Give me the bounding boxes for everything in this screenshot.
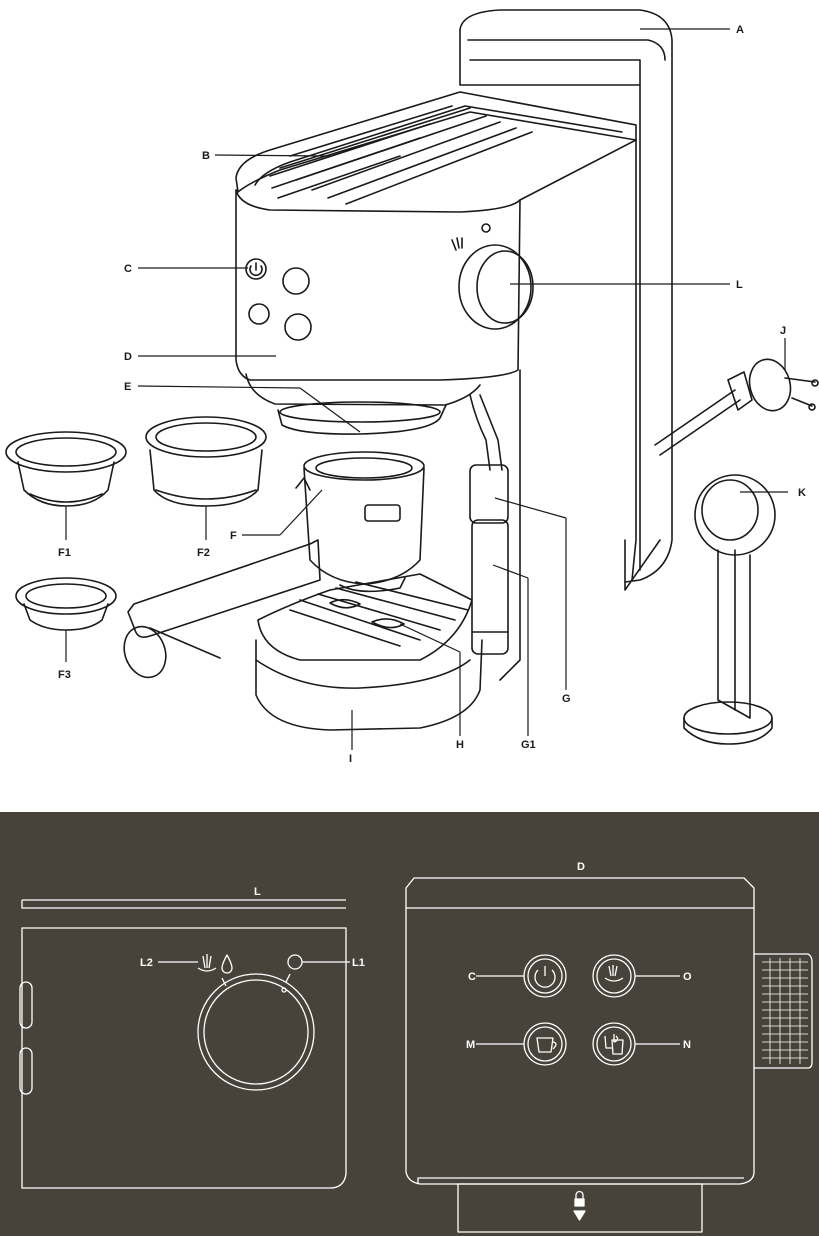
- water-drop-icon: [222, 955, 232, 973]
- label-l2: L2: [140, 957, 153, 969]
- filter-basket-f2: [146, 417, 266, 506]
- label-o: O: [683, 971, 692, 983]
- detail-panels: L L2 L1 D C O M N: [0, 812, 819, 1236]
- power-icon: [535, 966, 555, 987]
- knob-detail: [20, 900, 350, 1188]
- label-b: B: [202, 150, 210, 162]
- double-cup-icon: [605, 1034, 623, 1054]
- main-housing: [236, 140, 636, 680]
- label-i: I: [349, 753, 352, 765]
- label-f: F: [230, 530, 237, 542]
- lock-icon: [574, 1192, 585, 1221]
- label-m: M: [466, 1039, 475, 1051]
- label-c: C: [124, 263, 132, 275]
- label-j: J: [780, 325, 786, 337]
- label-f2: F2: [197, 547, 210, 559]
- label-a: A: [736, 24, 744, 36]
- single-cup-icon: [537, 1038, 556, 1052]
- dial-knob[interactable]: [198, 974, 314, 1090]
- front-buttons: [246, 259, 311, 340]
- control-panel-title: D: [577, 861, 585, 873]
- drip-tray: [258, 574, 472, 660]
- label-f3: F3: [58, 669, 71, 681]
- power-plug: [655, 355, 818, 455]
- steam-icon: [605, 965, 623, 981]
- knob-detail-title: L: [254, 886, 261, 898]
- label-n: N: [683, 1039, 691, 1051]
- brew-head: [278, 402, 446, 434]
- label-k: K: [798, 487, 806, 499]
- label-l1: L1: [352, 957, 365, 969]
- control-panel-detail: [406, 878, 812, 1232]
- label-l: L: [736, 279, 743, 291]
- cup-warming-tray: [236, 92, 636, 204]
- steam-button[interactable]: [593, 955, 635, 997]
- label-g1: G1: [521, 739, 536, 751]
- label-g: G: [562, 693, 571, 705]
- single-cup-button[interactable]: [524, 1023, 566, 1065]
- base-reservoir: [256, 640, 482, 730]
- tamper: [684, 475, 775, 744]
- label-e: E: [124, 381, 131, 393]
- filter-basket-f1: [6, 432, 126, 506]
- machine-overview-diagram: A B C D E F F1 F2 F3 G G1 H I J K L: [0, 0, 819, 812]
- steam-wand: [470, 395, 508, 654]
- portafilter: [117, 452, 424, 683]
- label-h: H: [456, 739, 464, 751]
- indicator-light-icon: [288, 955, 302, 969]
- label-f1: F1: [58, 547, 71, 559]
- power-button[interactable]: [524, 955, 566, 997]
- double-cup-button[interactable]: [593, 1023, 635, 1065]
- label-d: D: [124, 351, 132, 363]
- label-c-panel: C: [468, 971, 476, 983]
- steam-icon: [198, 954, 216, 971]
- water-tank: [460, 10, 672, 590]
- filter-basket-f3: [16, 578, 116, 630]
- selector-knob: [452, 224, 533, 329]
